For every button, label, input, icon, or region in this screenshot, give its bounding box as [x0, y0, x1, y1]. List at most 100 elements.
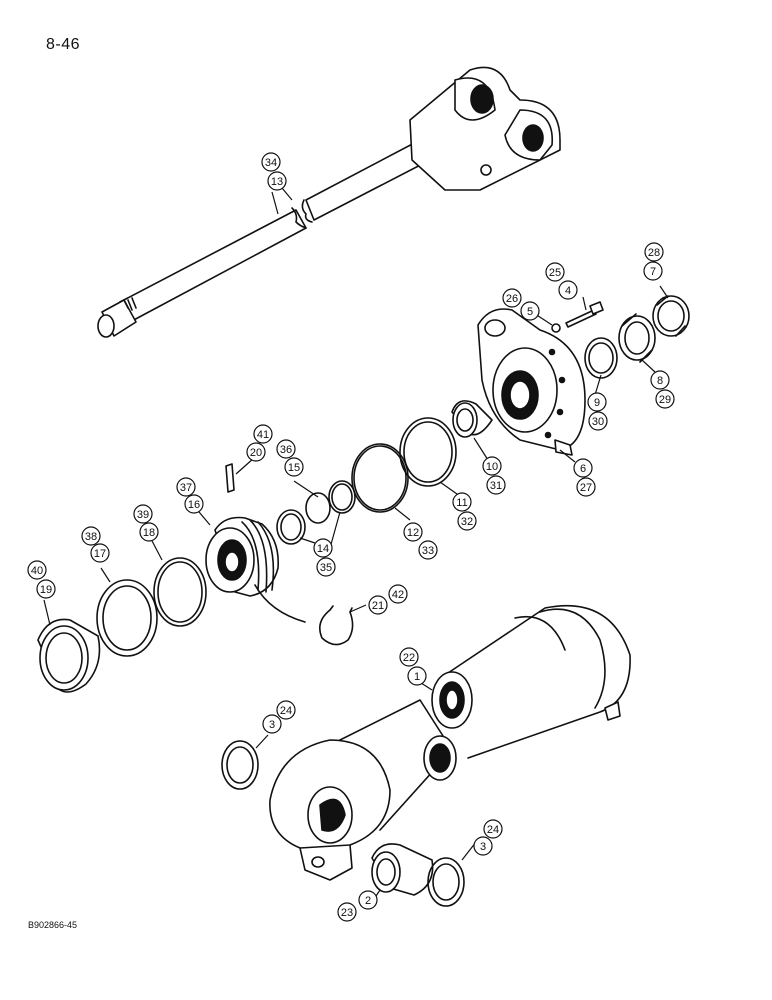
callout-35: 35 [316, 557, 336, 577]
callout-circle [368, 595, 388, 615]
callout-29: 29 [655, 389, 675, 409]
callout-label: 38 [85, 531, 97, 543]
callout-circle [81, 526, 101, 546]
callout-4: 4 [558, 280, 578, 300]
callout-22: 22 [399, 647, 419, 667]
callout-label: 4 [565, 285, 571, 297]
callout-label: 39 [137, 509, 149, 521]
callout-circle [276, 700, 296, 720]
callout-17: 17 [90, 543, 110, 563]
callout-36: 36 [276, 439, 296, 459]
o-ring-12 [351, 443, 409, 513]
callout-circle [573, 458, 593, 478]
callout-label: 24 [487, 824, 499, 836]
callout-21: 21 [368, 595, 388, 615]
callout-label: 5 [527, 306, 533, 318]
seal-14a [328, 480, 356, 514]
callout-circle [655, 389, 675, 409]
callout-circle [184, 494, 204, 514]
retaining-ring-21 [319, 605, 354, 646]
callout-circle [643, 261, 663, 281]
seal-ring-17 [96, 579, 158, 657]
callout-label: 30 [592, 416, 604, 428]
callout-label: 34 [265, 157, 277, 169]
callout-37: 37 [176, 477, 196, 497]
callout-label: 3 [269, 719, 275, 731]
callout-label: 2 [365, 895, 371, 907]
callout-label: 7 [650, 266, 656, 278]
callout-25: 25 [545, 262, 565, 282]
callout-label: 29 [659, 394, 671, 406]
callout-circle [261, 152, 281, 172]
callout-circle [588, 411, 608, 431]
callout-15: 15 [284, 457, 304, 477]
callout-34: 34 [261, 152, 281, 172]
callout-26: 26 [502, 288, 522, 308]
callout-label: 23 [341, 907, 353, 919]
callout-label: 13 [271, 176, 283, 188]
callout-circle [176, 477, 196, 497]
pin-20 [225, 463, 235, 493]
callout-label: 37 [180, 482, 192, 494]
seal-ring-18 [153, 557, 207, 627]
callout-circle [388, 584, 408, 604]
wear-ring-8 [618, 313, 656, 363]
callout-13: 13 [267, 171, 287, 191]
callout-label: 42 [392, 589, 404, 601]
callout-circle [576, 477, 596, 497]
callout-9: 9 [587, 392, 607, 412]
callout-24: 24 [483, 819, 503, 839]
callout-30: 30 [588, 411, 608, 431]
wear-ring-19 [37, 618, 101, 693]
retaining-wire [254, 584, 306, 623]
callout-8: 8 [650, 370, 670, 390]
callout-label: 10 [486, 461, 498, 473]
callout-label: 20 [250, 447, 262, 459]
callout-label: 3 [480, 841, 486, 853]
callout-31: 31 [486, 475, 506, 495]
callout-circle [246, 442, 266, 462]
callout-label: 26 [506, 293, 518, 305]
callout-24: 24 [276, 700, 296, 720]
callout-label: 25 [549, 267, 561, 279]
callout-16: 16 [184, 494, 204, 514]
ring-11 [399, 417, 457, 487]
figure-code: B902866-45 [28, 920, 78, 930]
callout-3: 3 [262, 714, 282, 734]
bushing-10 [451, 400, 493, 438]
callout-label: 6 [580, 463, 586, 475]
callout-27: 27 [576, 477, 596, 497]
callout-circle [139, 522, 159, 542]
callout-circle [313, 538, 333, 558]
callout-circle [27, 560, 47, 580]
callout-label: 14 [317, 543, 329, 555]
callout-label: 21 [372, 600, 384, 612]
callout-circle [502, 288, 522, 308]
callout-circle [358, 890, 378, 910]
page-number: 8-46 [46, 36, 81, 53]
callout-circle [452, 492, 472, 512]
callout-19: 19 [36, 579, 56, 599]
callout-5: 5 [520, 301, 540, 321]
washer [551, 323, 561, 333]
callout-label: 16 [188, 499, 200, 511]
callout-39: 39 [133, 504, 153, 524]
callout-41: 41 [253, 424, 273, 444]
piston-rod [97, 66, 561, 338]
callout-label: 36 [280, 444, 292, 456]
callout-1: 1 [407, 666, 427, 686]
callout-circle [482, 456, 502, 476]
callout-38: 38 [81, 526, 101, 546]
callout-7: 7 [643, 261, 663, 281]
callout-11: 11 [452, 492, 472, 512]
callout-label: 24 [280, 705, 292, 717]
callout-42: 42 [388, 584, 408, 604]
wiper-ring-7 [652, 295, 690, 337]
callout-label: 1 [414, 671, 420, 683]
callout-circle [133, 504, 153, 524]
callout-circle [558, 280, 578, 300]
callout-circle [337, 902, 357, 922]
callout-label: 31 [490, 480, 502, 492]
callout-label: 18 [143, 527, 155, 539]
